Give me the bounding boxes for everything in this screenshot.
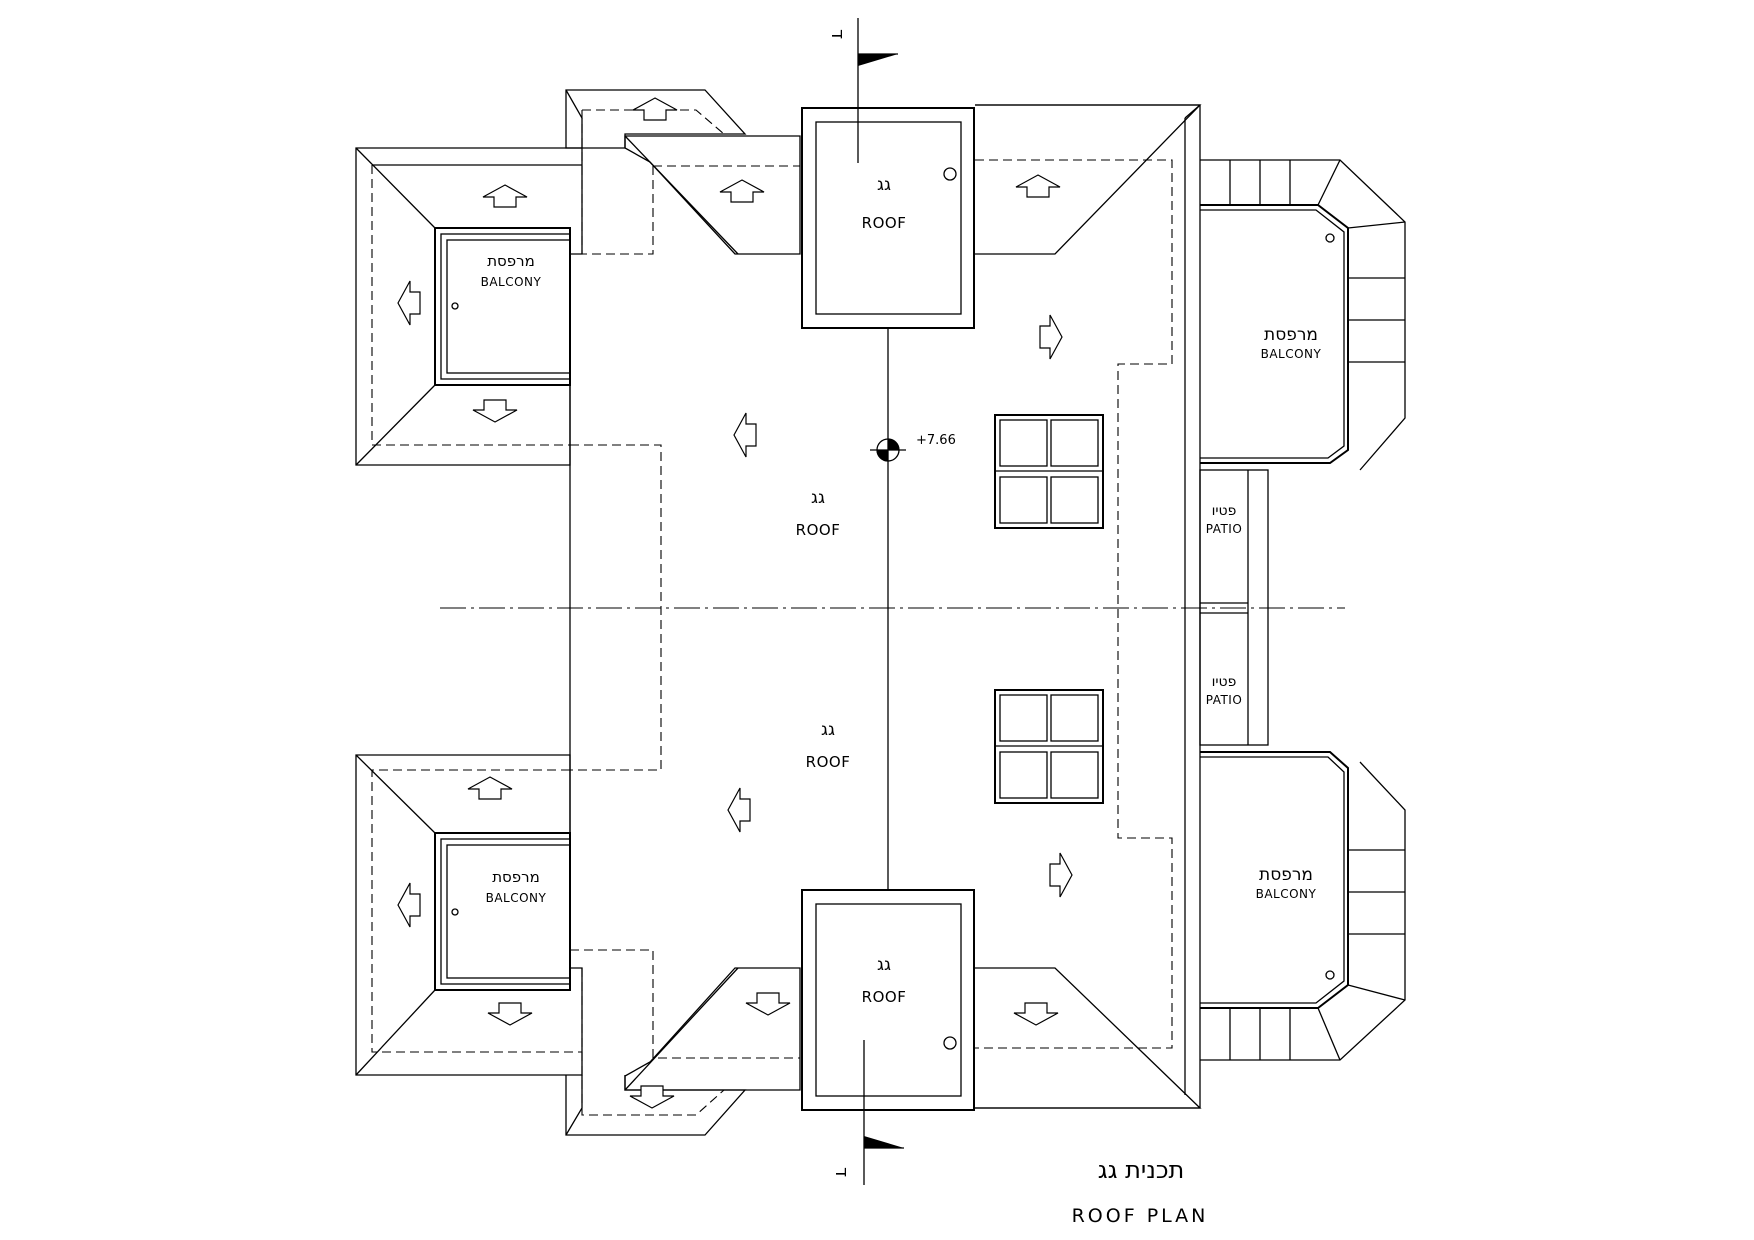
- elevation-label: +7.66: [916, 433, 956, 448]
- section-mark-top: ד: [827, 29, 848, 39]
- right-bottom-balcony-label-en: BALCONY: [1256, 887, 1317, 901]
- left-top-balcony-label-en: BALCONY: [481, 275, 542, 289]
- slope-arrows: [397, 97, 1073, 1109]
- section-marker-top: ד: [827, 18, 898, 163]
- left-top-balcony-label-heb: מרפסת: [487, 252, 535, 270]
- bottom-roof-label-heb: גג: [877, 955, 891, 975]
- top-left-wing: [355, 89, 747, 466]
- bottom-roof-box: גג ROOF: [801, 889, 975, 1111]
- right-top-balcony: מרפסת BALCONY: [1200, 159, 1406, 471]
- patio-bottom-label-en: PATIO: [1206, 693, 1243, 707]
- top-roof-label-en: ROOF: [862, 214, 907, 232]
- bottom-roof-label-en: ROOF: [862, 988, 907, 1006]
- patio-strip: פטיו PATIO פטיו PATIO: [1199, 469, 1269, 746]
- patio-top-label-en: PATIO: [1206, 522, 1243, 536]
- left-bottom-balcony-label-heb: מרפסת: [492, 868, 540, 886]
- main-roof-bottom-label-en: ROOF: [806, 753, 851, 771]
- main-roof-top-label-heb: גג: [811, 488, 825, 508]
- elevation-marker: +7.66: [870, 433, 956, 462]
- right-top-balcony-label-en: BALCONY: [1261, 347, 1322, 361]
- right-bottom-balcony: מרפסת BALCONY: [1200, 751, 1406, 1061]
- plan-title-heb: תכנית גג: [1098, 1156, 1185, 1184]
- main-roof-top-label-en: ROOF: [796, 521, 841, 539]
- skylight-bottom: [994, 689, 1104, 804]
- right-bottom-balcony-label-heb: מרפסת: [1259, 865, 1313, 885]
- top-roof-box: גג ROOF: [801, 107, 975, 329]
- skylight-top: [994, 414, 1104, 529]
- main-roof-bottom-label-heb: גג: [821, 720, 835, 740]
- top-left-hip: [570, 135, 801, 255]
- plan-title-en: ROOF PLAN: [1072, 1205, 1209, 1227]
- section-marker-bottom: ד: [831, 1040, 904, 1185]
- patio-bottom-label-heb: פטיו: [1212, 674, 1237, 690]
- patio-top-label-heb: פטיו: [1212, 503, 1237, 519]
- section-mark-bottom: ד: [831, 1167, 852, 1177]
- bottom-left-wing: [355, 754, 747, 1136]
- bottom-right-hip: [975, 967, 1202, 1109]
- top-roof-label-heb: גג: [877, 175, 891, 195]
- top-right-hip: [975, 104, 1202, 1095]
- bottom-left-hip: [570, 949, 801, 1091]
- left-bottom-balcony-label-en: BALCONY: [486, 891, 547, 905]
- center-area: גג ROOF גג ROOF: [440, 328, 1345, 890]
- right-top-balcony-label-heb: מרפסת: [1264, 325, 1318, 345]
